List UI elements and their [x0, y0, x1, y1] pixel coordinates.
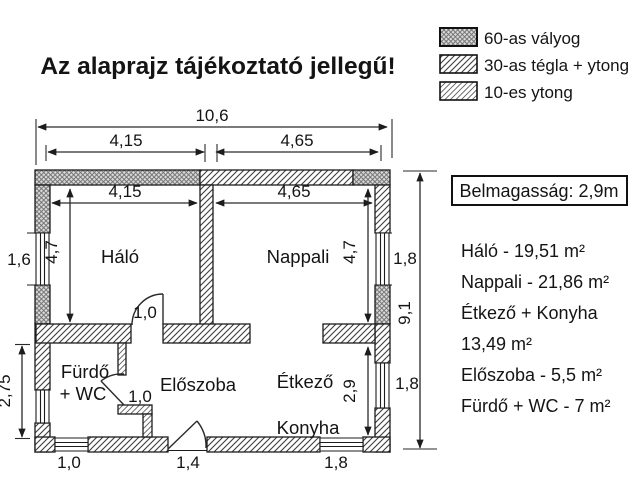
- legend-label-10: 10-es ytong: [484, 83, 573, 102]
- dim-nappali-outer: 4,65: [280, 131, 313, 150]
- doors: [100, 293, 207, 452]
- dim-entry-door: 1,4: [176, 453, 200, 472]
- page-title: Az alaprajz tájékoztató jellegű!: [40, 53, 395, 80]
- door-halo: [131, 293, 164, 326]
- legend-label-60: 60-as vályog: [484, 29, 580, 48]
- dim-left-window: 1,6: [7, 250, 31, 269]
- dim-nappali-height: 4,7: [340, 240, 359, 264]
- room-area-etkezo-konyha-value: 13,49 m²: [461, 334, 532, 354]
- room-area-furdo-wc: Fürdő + WC - 7 m²: [461, 396, 611, 416]
- room-label-etkezo: Étkező: [277, 371, 334, 392]
- door-entry: [167, 420, 207, 452]
- window-right-upper: [375, 232, 392, 286]
- windows: [27, 232, 392, 452]
- interior-walls: [35, 184, 376, 438]
- dimension-lines: [15, 119, 437, 450]
- dim-total-width: 10,6: [195, 106, 228, 125]
- legend-label-30: 30-as tégla + ytong: [484, 56, 629, 75]
- dim-right-window-bottom: 1,8: [395, 374, 419, 393]
- dim-etkezo-height: 2,9: [340, 379, 359, 403]
- room-label-furdo-1: Fürdő: [61, 361, 109, 382]
- legend-swatch-diag30: [439, 54, 478, 74]
- room-label-nappali: Nappali: [267, 246, 330, 267]
- window-right-lower: [375, 362, 390, 409]
- window-left-lower: [35, 389, 50, 424]
- door-furdo: [100, 373, 125, 406]
- legend-swatch-crosshatch: [439, 27, 478, 47]
- room-label-eloszoba: Előszoba: [160, 374, 237, 395]
- dim-halo-height: 4,7: [42, 240, 61, 264]
- dim-furdo-door: 1,0: [128, 387, 152, 406]
- dimension-labels: 10,6 4,15 4,65 4,15 4,65 4,7 4,7 2,9 9,1…: [0, 106, 419, 472]
- dim-halo-outer: 4,15: [109, 131, 142, 150]
- room-area-halo: Háló - 19,51 m²: [461, 241, 585, 261]
- dim-halo-door: 1,0: [133, 303, 157, 322]
- info-panel: Belmagasság: 2,9m Háló - 19,51 m² Nappal…: [451, 175, 628, 416]
- dim-bottom-window-right: 1,8: [324, 453, 348, 472]
- window-left-upper: [27, 232, 50, 286]
- room-area-nappali: Nappali - 21,86 m²: [461, 272, 609, 292]
- dim-furdo-height: 2,75: [0, 374, 14, 407]
- room-label-konyha: Konyha: [277, 417, 340, 438]
- dim-right-window-top: 1,8: [393, 249, 417, 268]
- legend: 60-as vályog 30-as tégla + ytong 10-es y…: [439, 27, 629, 102]
- legend-swatch-diag10: [439, 81, 478, 101]
- room-area-etkezo-konyha: Étkező + Konyha: [461, 303, 599, 323]
- window-bottom-right: [319, 437, 364, 452]
- room-labels: Háló Nappali Fürdő + WC Előszoba Étkező …: [60, 246, 340, 438]
- outer-walls: [34, 169, 391, 453]
- window-bottom-left: [54, 437, 89, 452]
- dim-total-height: 9,1: [395, 301, 414, 325]
- ceiling-height-box: [451, 175, 628, 206]
- dim-halo-inner: 4,15: [108, 182, 141, 201]
- room-label-halo: Háló: [101, 246, 139, 267]
- dim-nappali-inner: 4,65: [277, 182, 310, 201]
- dim-bottom-window-left: 1,0: [57, 453, 81, 472]
- room-label-furdo-2: + WC: [60, 383, 107, 404]
- ceiling-height-label: Belmagasság: 2,9m: [459, 181, 618, 201]
- room-area-eloszoba: Előszoba - 5,5 m²: [461, 365, 602, 385]
